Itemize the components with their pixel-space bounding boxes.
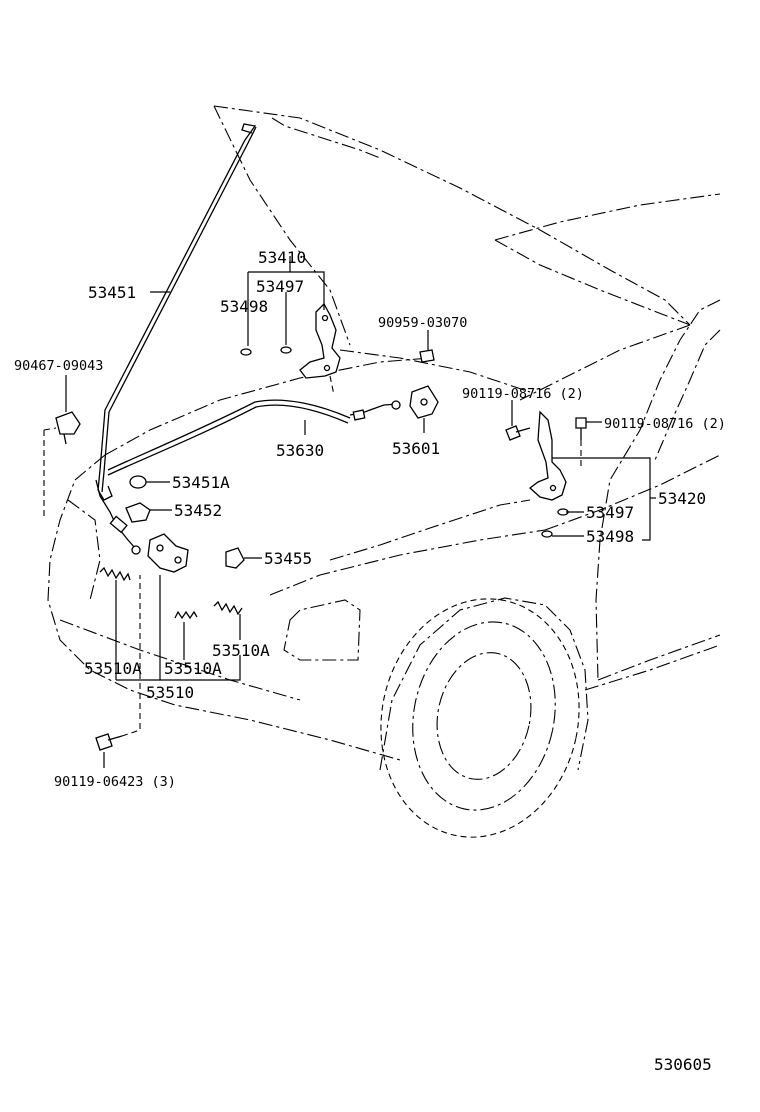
label-90467-09043: 90467-09043: [14, 358, 103, 374]
label-53510A-right: 53510A: [212, 641, 270, 660]
hood-support-rod: [97, 123, 257, 501]
bolt-icon: [505, 425, 531, 441]
hood-release-cable: [95, 399, 401, 555]
cushion-icon: [240, 348, 252, 356]
spring-icon: [99, 566, 131, 582]
clip-icon: [55, 411, 81, 445]
hood-hinge-left: [299, 302, 341, 396]
label-53630: 53630: [276, 441, 324, 460]
bolt-icon: [419, 349, 435, 363]
label-90959-03070: 90959-03070: [378, 315, 467, 331]
cushion-icon: [280, 346, 292, 354]
label-53420: 53420: [658, 489, 706, 508]
label-53497-left: 53497: [256, 277, 304, 296]
label-90119-06423: 90119-06423 (3): [54, 774, 176, 790]
label-53451: 53451: [88, 283, 136, 302]
leader-dash: [43, 427, 57, 431]
label-53601: 53601: [392, 439, 440, 458]
cushion-icon: [541, 530, 553, 538]
hood-hinge-right: [528, 410, 567, 501]
label-53452: 53452: [174, 501, 222, 520]
cushion-icon: [129, 475, 147, 489]
diagram-code: 530605: [654, 1055, 712, 1074]
label-90119-08716-a: 90119-08716 (2): [462, 386, 584, 402]
clip-icon: [225, 547, 245, 569]
label-90119-08716-b: 90119-08716 (2): [604, 416, 726, 432]
car-body: [47, 299, 721, 838]
spring-icon: [174, 610, 198, 620]
label-53498-left: 53498: [220, 297, 268, 316]
label-53410: 53410: [258, 248, 306, 267]
label-53451A: 53451A: [172, 473, 230, 492]
bolt-icon: [575, 417, 587, 440]
cushion-icon: [125, 502, 151, 523]
spring-icon: [213, 600, 243, 616]
leader-dash: [121, 575, 141, 737]
label-53497-right: 53497: [586, 503, 634, 522]
label-53498-right: 53498: [586, 527, 634, 546]
label-53510: 53510: [146, 683, 194, 702]
hood-lock: [147, 533, 189, 573]
hood-outline: [213, 105, 721, 401]
label-53455: 53455: [264, 549, 312, 568]
label-53510A-left1: 53510A: [84, 659, 142, 678]
label-53510A-left2: 53510A: [164, 659, 222, 678]
lock-striker: [409, 385, 439, 419]
leader-lines: [65, 256, 656, 768]
bolt-icon: [95, 733, 123, 751]
